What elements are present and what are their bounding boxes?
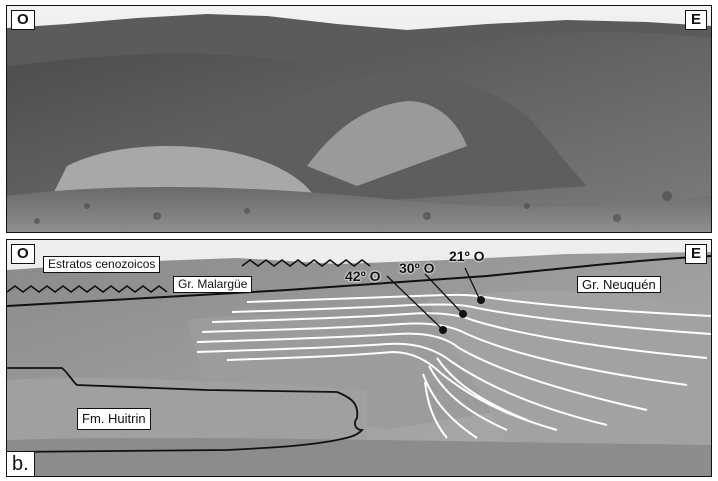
dip-point-21 <box>477 296 485 304</box>
east-label-bottom: E <box>684 244 707 264</box>
dip-label-21: 21º O <box>449 248 485 264</box>
cenozoic-unconformity-east <box>241 259 371 267</box>
huitrin-label: Fm. Huitrin <box>77 408 151 430</box>
panel-letter: b. <box>7 451 35 476</box>
photo-panel-bottom: O E Estratos cenozoicos Gr. Malargüe Gr.… <box>6 239 712 477</box>
neuquen-label: Gr. Neuquén <box>577 276 661 293</box>
bedding-traces <box>196 293 711 439</box>
west-label-top: O <box>11 10 35 30</box>
east-label-top: E <box>684 10 707 30</box>
dip-label-30: 30º O <box>399 260 435 276</box>
dip-point-42 <box>439 326 447 334</box>
west-label-bottom: O <box>11 244 35 264</box>
huitrin-outline <box>7 367 364 453</box>
cenozoic-unconformity <box>7 285 168 293</box>
photo-panel-top: O E <box>6 5 712 233</box>
landscape-photo <box>7 6 711 232</box>
dip-label-42: 42º O <box>345 268 381 284</box>
dip-markers <box>386 267 485 334</box>
malargue-label: Gr. Malargüe <box>173 276 253 293</box>
malargue-contact <box>7 255 711 307</box>
estratos-cenozoicos-label: Estratos cenozoicos <box>43 256 161 273</box>
dip-point-30 <box>459 310 467 318</box>
